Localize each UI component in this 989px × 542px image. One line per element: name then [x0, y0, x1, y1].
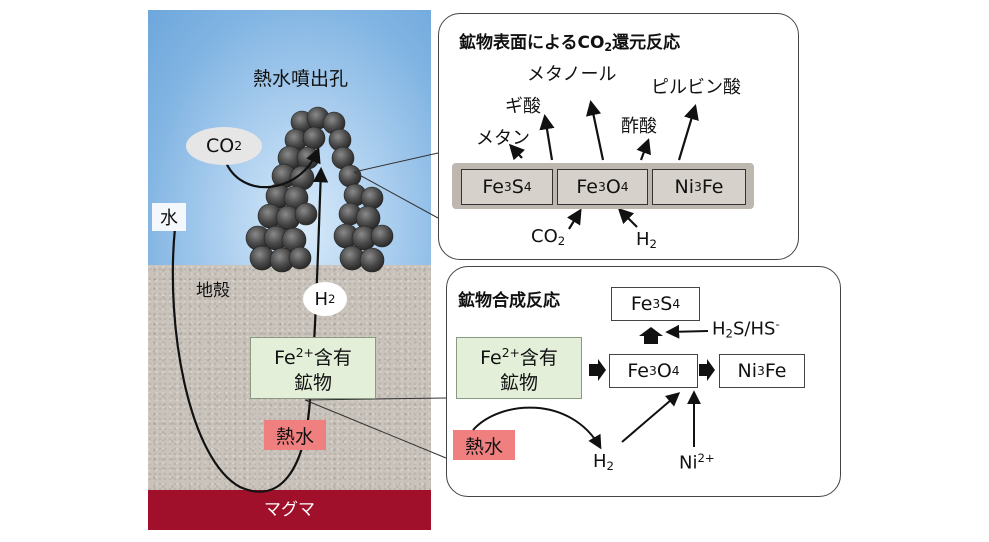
product-formic-acid: ギ酸	[505, 96, 541, 117]
co2-reduction-title: 鉱物表面によるCO2還元反応	[459, 33, 681, 54]
vent-label: 熱水噴出孔	[253, 68, 349, 90]
mineral-synthesis-title: 鉱物合成反応	[458, 291, 560, 311]
hot-water-label: 熱水	[264, 420, 326, 450]
block-arrow-to-ni3fe	[699, 359, 715, 381]
water-label: 水	[152, 203, 186, 231]
block-arrow-to-fe3o4	[589, 359, 606, 381]
fe2-mineral-box: Fe2+含有 鉱物	[250, 337, 376, 399]
h2-product: H2	[593, 451, 614, 473]
ni2-label: Ni2+	[679, 451, 715, 474]
block-arrow-to-fe3s4	[639, 327, 663, 344]
crust-label: 地殻	[196, 281, 230, 301]
hot-water-label-2: 熱水	[453, 430, 515, 460]
co2-arrow	[223, 147, 321, 189]
fe2-mineral-box-2: Fe2+含有 鉱物	[456, 337, 582, 399]
magma-label: マグマ	[264, 500, 315, 520]
product-acetic-acid: 酢酸	[621, 116, 657, 137]
reactant-h2: H2	[636, 229, 657, 251]
product-pyruvic-acid: ピルビン酸	[651, 77, 741, 98]
magma-layer	[148, 490, 431, 530]
h2s-label: H2S/HS-	[712, 317, 780, 341]
chimney	[245, 106, 394, 273]
product-methanol: メタノール	[527, 64, 617, 85]
reactant-co2: CO2	[531, 226, 566, 248]
